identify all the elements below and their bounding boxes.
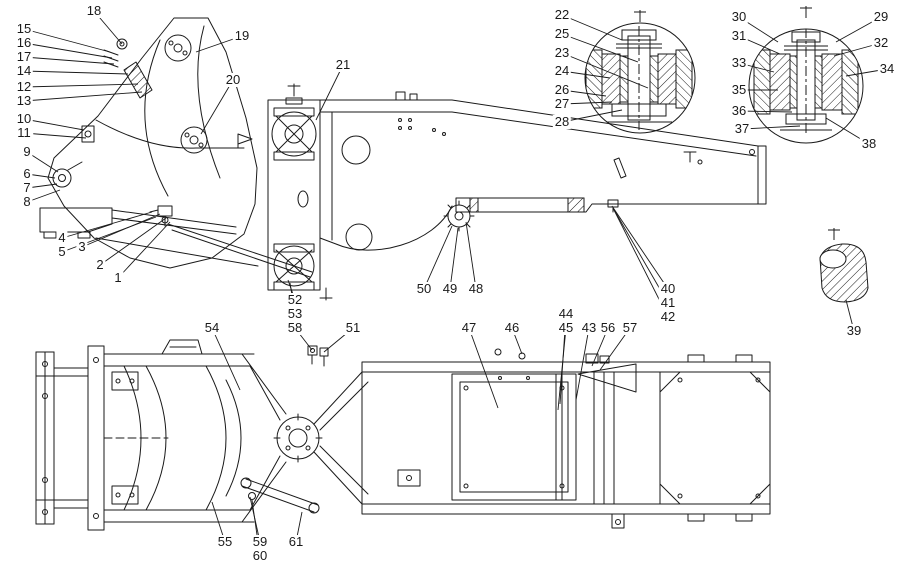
part-label-58: 58 [285, 320, 305, 335]
leader-line-3 [81, 213, 161, 248]
leader-line-12 [23, 83, 139, 88]
part-label-1: 1 [112, 270, 124, 285]
part-label-61: 61 [286, 534, 306, 549]
part-label-18: 18 [84, 3, 104, 18]
leader-line-2 [99, 217, 167, 266]
part-label-35: 35 [729, 82, 749, 97]
leader-line-11 [23, 132, 87, 139]
part-label-6: 6 [21, 166, 33, 181]
part-label-13: 13 [14, 93, 34, 108]
leader-line-45 [557, 327, 567, 411]
part-label-37: 37 [732, 121, 752, 136]
bearing-section-detail-a [585, 10, 695, 133]
part-label-31: 31 [729, 28, 749, 43]
part-label-15: 15 [14, 21, 34, 36]
leader-line-57 [599, 327, 631, 371]
part-label-57: 57 [620, 320, 640, 335]
part-label-39: 39 [844, 323, 864, 338]
part-label-21: 21 [333, 57, 353, 72]
part-label-14: 14 [14, 63, 34, 78]
leader-line-21 [315, 64, 344, 121]
part-label-44: 44 [556, 306, 576, 321]
part-label-51: 51 [343, 320, 363, 335]
part-label-46: 46 [502, 320, 522, 335]
part-label-20: 20 [223, 72, 243, 87]
part-label-32: 32 [871, 35, 891, 50]
part-label-5: 5 [56, 244, 68, 259]
leader-line-22 [561, 14, 623, 41]
part-label-16: 16 [14, 35, 34, 50]
part-label-4: 4 [56, 230, 68, 245]
leader-line-1 [117, 221, 171, 279]
leader-line-13 [23, 91, 143, 102]
bearing-section-detail-b [749, 6, 863, 143]
part-label-52: 52 [285, 292, 305, 307]
leader-line-17 [23, 56, 115, 65]
part-label-7: 7 [21, 180, 33, 195]
part-label-56: 56 [598, 320, 618, 335]
part-label-12: 12 [14, 79, 34, 94]
leader-line-40 [611, 205, 669, 290]
part-label-24: 24 [552, 63, 572, 78]
leader-line-14 [23, 70, 129, 75]
part-label-10: 10 [14, 111, 34, 126]
leader-line-28 [561, 109, 623, 123]
part-label-48: 48 [466, 281, 486, 296]
leader-line-37 [741, 125, 801, 130]
part-label-42: 42 [658, 309, 678, 324]
part-label-9: 9 [21, 144, 33, 159]
part-label-34: 34 [877, 61, 897, 76]
side-elevation-view [40, 18, 766, 300]
part-label-60: 60 [250, 548, 270, 562]
leader-line-16 [23, 42, 113, 59]
leader-line-15 [23, 28, 111, 53]
part-label-23: 23 [552, 45, 572, 60]
part-label-38: 38 [859, 136, 879, 151]
part-label-54: 54 [202, 320, 222, 335]
part-label-50: 50 [414, 281, 434, 296]
leader-line-10 [23, 118, 85, 131]
part-label-30: 30 [729, 9, 749, 24]
part-label-8: 8 [21, 194, 33, 209]
part-label-29: 29 [871, 9, 891, 24]
part-label-49: 49 [440, 281, 460, 296]
leader-line-49 [449, 227, 459, 290]
part-label-33: 33 [729, 55, 749, 70]
part-label-41: 41 [658, 295, 678, 310]
part-label-40: 40 [658, 281, 678, 296]
leader-line-25 [561, 33, 639, 63]
leader-line-47 [468, 327, 499, 409]
part-label-47: 47 [459, 320, 479, 335]
part-label-28: 28 [552, 114, 572, 129]
plan-view [36, 340, 770, 530]
leader-line-48 [465, 221, 477, 290]
leader-line-54 [211, 327, 241, 391]
part-label-43: 43 [579, 320, 599, 335]
part-label-55: 55 [215, 534, 235, 549]
part-label-11: 11 [15, 125, 33, 140]
leader-line-4 [61, 211, 153, 239]
part-label-53: 53 [285, 306, 305, 321]
leader-line-50 [423, 225, 453, 290]
part-label-27: 27 [552, 96, 572, 111]
leader-line-43 [575, 327, 590, 401]
part-label-25: 25 [552, 26, 572, 41]
part-label-36: 36 [729, 103, 749, 118]
part-label-2: 2 [94, 257, 106, 272]
part-label-19: 19 [232, 28, 252, 43]
part-label-3: 3 [76, 239, 88, 254]
part-label-45: 45 [556, 320, 576, 335]
part-label-22: 22 [552, 7, 572, 22]
cap-detail [820, 228, 868, 302]
leader-line-23 [561, 52, 649, 89]
part-label-59: 59 [250, 534, 270, 549]
part-label-26: 26 [552, 82, 572, 97]
part-label-17: 17 [14, 49, 34, 64]
leader-line-20 [200, 79, 234, 135]
